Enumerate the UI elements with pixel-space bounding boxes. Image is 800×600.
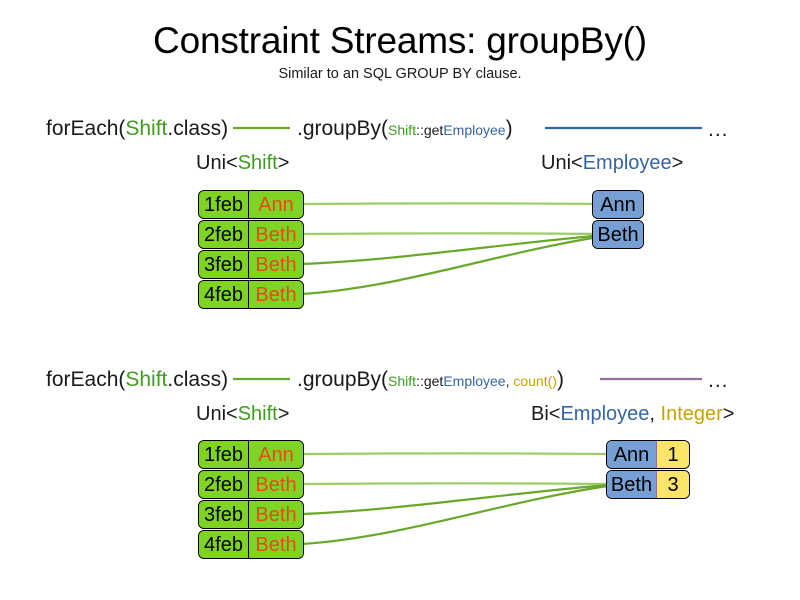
shift-employee: Beth xyxy=(249,471,303,498)
groupby-close: ) xyxy=(505,117,513,140)
groupby-open: .groupBy( xyxy=(297,368,389,391)
left-type-label-2: Uni<Shift> xyxy=(196,403,289,426)
employee-count-box[interactable]: Ann 1 xyxy=(606,440,690,469)
right-type-separator-2: , xyxy=(649,403,661,425)
employee-box[interactable]: Ann xyxy=(592,190,644,219)
link-shift3-beth xyxy=(301,233,606,266)
employee-count: 3 xyxy=(657,471,689,498)
shift-date: 1feb xyxy=(199,441,249,468)
groupby-param-method: ::get xyxy=(416,373,444,389)
groupby-param-method: ::get xyxy=(416,122,444,138)
left-type-label-1: Uni<Shift> xyxy=(196,152,289,175)
shift-employee: Ann xyxy=(249,191,303,218)
page-title: Constraint Streams: groupBy() xyxy=(153,20,647,61)
groupby-param-target: Employee xyxy=(443,373,506,389)
right-type-suffix-2: > xyxy=(722,403,735,425)
link-shift4-beth xyxy=(301,234,606,296)
employee-count: 1 xyxy=(657,441,689,468)
shift-box[interactable]: 2feb Beth xyxy=(198,220,304,249)
employee-count-box[interactable]: Beth 3 xyxy=(606,470,690,499)
right-type-name2-2: Integer xyxy=(660,403,723,425)
groupby-param-type: Shift xyxy=(388,122,417,138)
right-type-label-2: Bi<Employee, Integer> xyxy=(531,403,734,426)
left-type-suffix-2: > xyxy=(277,403,290,425)
expression-groupby-call-2: .groupBy(Shift::getEmployee, count()) xyxy=(297,369,564,390)
groupby-param-separator: , xyxy=(505,373,514,389)
shift-employee: Beth xyxy=(249,251,303,278)
shift-box[interactable]: 2feb Beth xyxy=(198,470,304,499)
shift-date: 4feb xyxy=(199,531,249,558)
groupby-close: ) xyxy=(556,368,564,391)
groupby-param-type: Shift xyxy=(388,373,417,389)
shift-box[interactable]: 1feb Ann xyxy=(198,440,304,469)
foreach-close: .class) xyxy=(167,368,229,391)
employee-name: Beth xyxy=(593,221,643,248)
employee-box[interactable]: Beth xyxy=(592,220,644,249)
left-type-suffix-1: > xyxy=(277,152,290,174)
shift-box[interactable]: 4feb Beth xyxy=(198,530,304,559)
right-type-label-1: Uni<Employee> xyxy=(541,152,683,175)
foreach-close: .class) xyxy=(167,117,229,140)
shift-date: 4feb xyxy=(199,281,249,308)
foreach-open: forEach( xyxy=(46,368,126,391)
right-type-suffix-1: > xyxy=(671,152,684,174)
shift-date: 2feb xyxy=(199,471,249,498)
right-type-name-1: Employee xyxy=(582,152,672,174)
ellipsis-2: ... xyxy=(708,369,729,392)
right-type-prefix-1: Uni< xyxy=(541,152,583,174)
employee-name: Ann xyxy=(607,441,657,468)
foreach-type: Shift xyxy=(125,368,168,391)
foreach-type: Shift xyxy=(125,117,168,140)
link2-shift4-beth xyxy=(301,484,609,546)
shift-date: 3feb xyxy=(199,251,249,278)
shift-employee: Ann xyxy=(249,441,303,468)
left-type-prefix-1: Uni< xyxy=(196,152,238,174)
link-shift2-beth xyxy=(301,232,606,236)
link-shift1-ann xyxy=(301,202,606,206)
page-subtitle: Similar to an SQL GROUP BY clause. xyxy=(278,66,522,82)
groupby-param-collector: count() xyxy=(513,373,557,389)
expression-groupby-count: forEach(Shift.class) xyxy=(46,369,228,390)
left-type-prefix-2: Uni< xyxy=(196,403,238,425)
shift-employee: Beth xyxy=(249,281,303,308)
shift-employee: Beth xyxy=(249,501,303,528)
employee-name: Beth xyxy=(607,471,657,498)
expression-groupby-single: forEach(Shift.class) xyxy=(46,118,228,139)
shift-date: 1feb xyxy=(199,191,249,218)
right-type-name-2: Employee xyxy=(560,403,650,425)
shift-date: 3feb xyxy=(199,501,249,528)
groupby-open: .groupBy( xyxy=(297,117,389,140)
right-type-prefix-2: Bi< xyxy=(531,403,561,425)
shift-box[interactable]: 3feb Beth xyxy=(198,250,304,279)
groupby-param-target: Employee xyxy=(443,122,506,138)
left-type-name-2: Shift xyxy=(237,403,278,425)
ellipsis-1: ... xyxy=(708,118,729,141)
shift-box[interactable]: 1feb Ann xyxy=(198,190,304,219)
employee-name: Ann xyxy=(593,191,643,218)
shift-employee: Beth xyxy=(249,531,303,558)
link2-shift1-ann xyxy=(301,452,609,456)
link2-shift2-beth xyxy=(301,482,609,486)
shift-date: 2feb xyxy=(199,221,249,248)
expression-groupby-call-1: .groupBy(Shift::getEmployee) xyxy=(297,118,513,139)
shift-box[interactable]: 4feb Beth xyxy=(198,280,304,309)
left-type-name-1: Shift xyxy=(237,152,278,174)
shift-box[interactable]: 3feb Beth xyxy=(198,500,304,529)
foreach-open: forEach( xyxy=(46,117,126,140)
shift-employee: Beth xyxy=(249,221,303,248)
link2-shift3-beth xyxy=(301,483,609,516)
